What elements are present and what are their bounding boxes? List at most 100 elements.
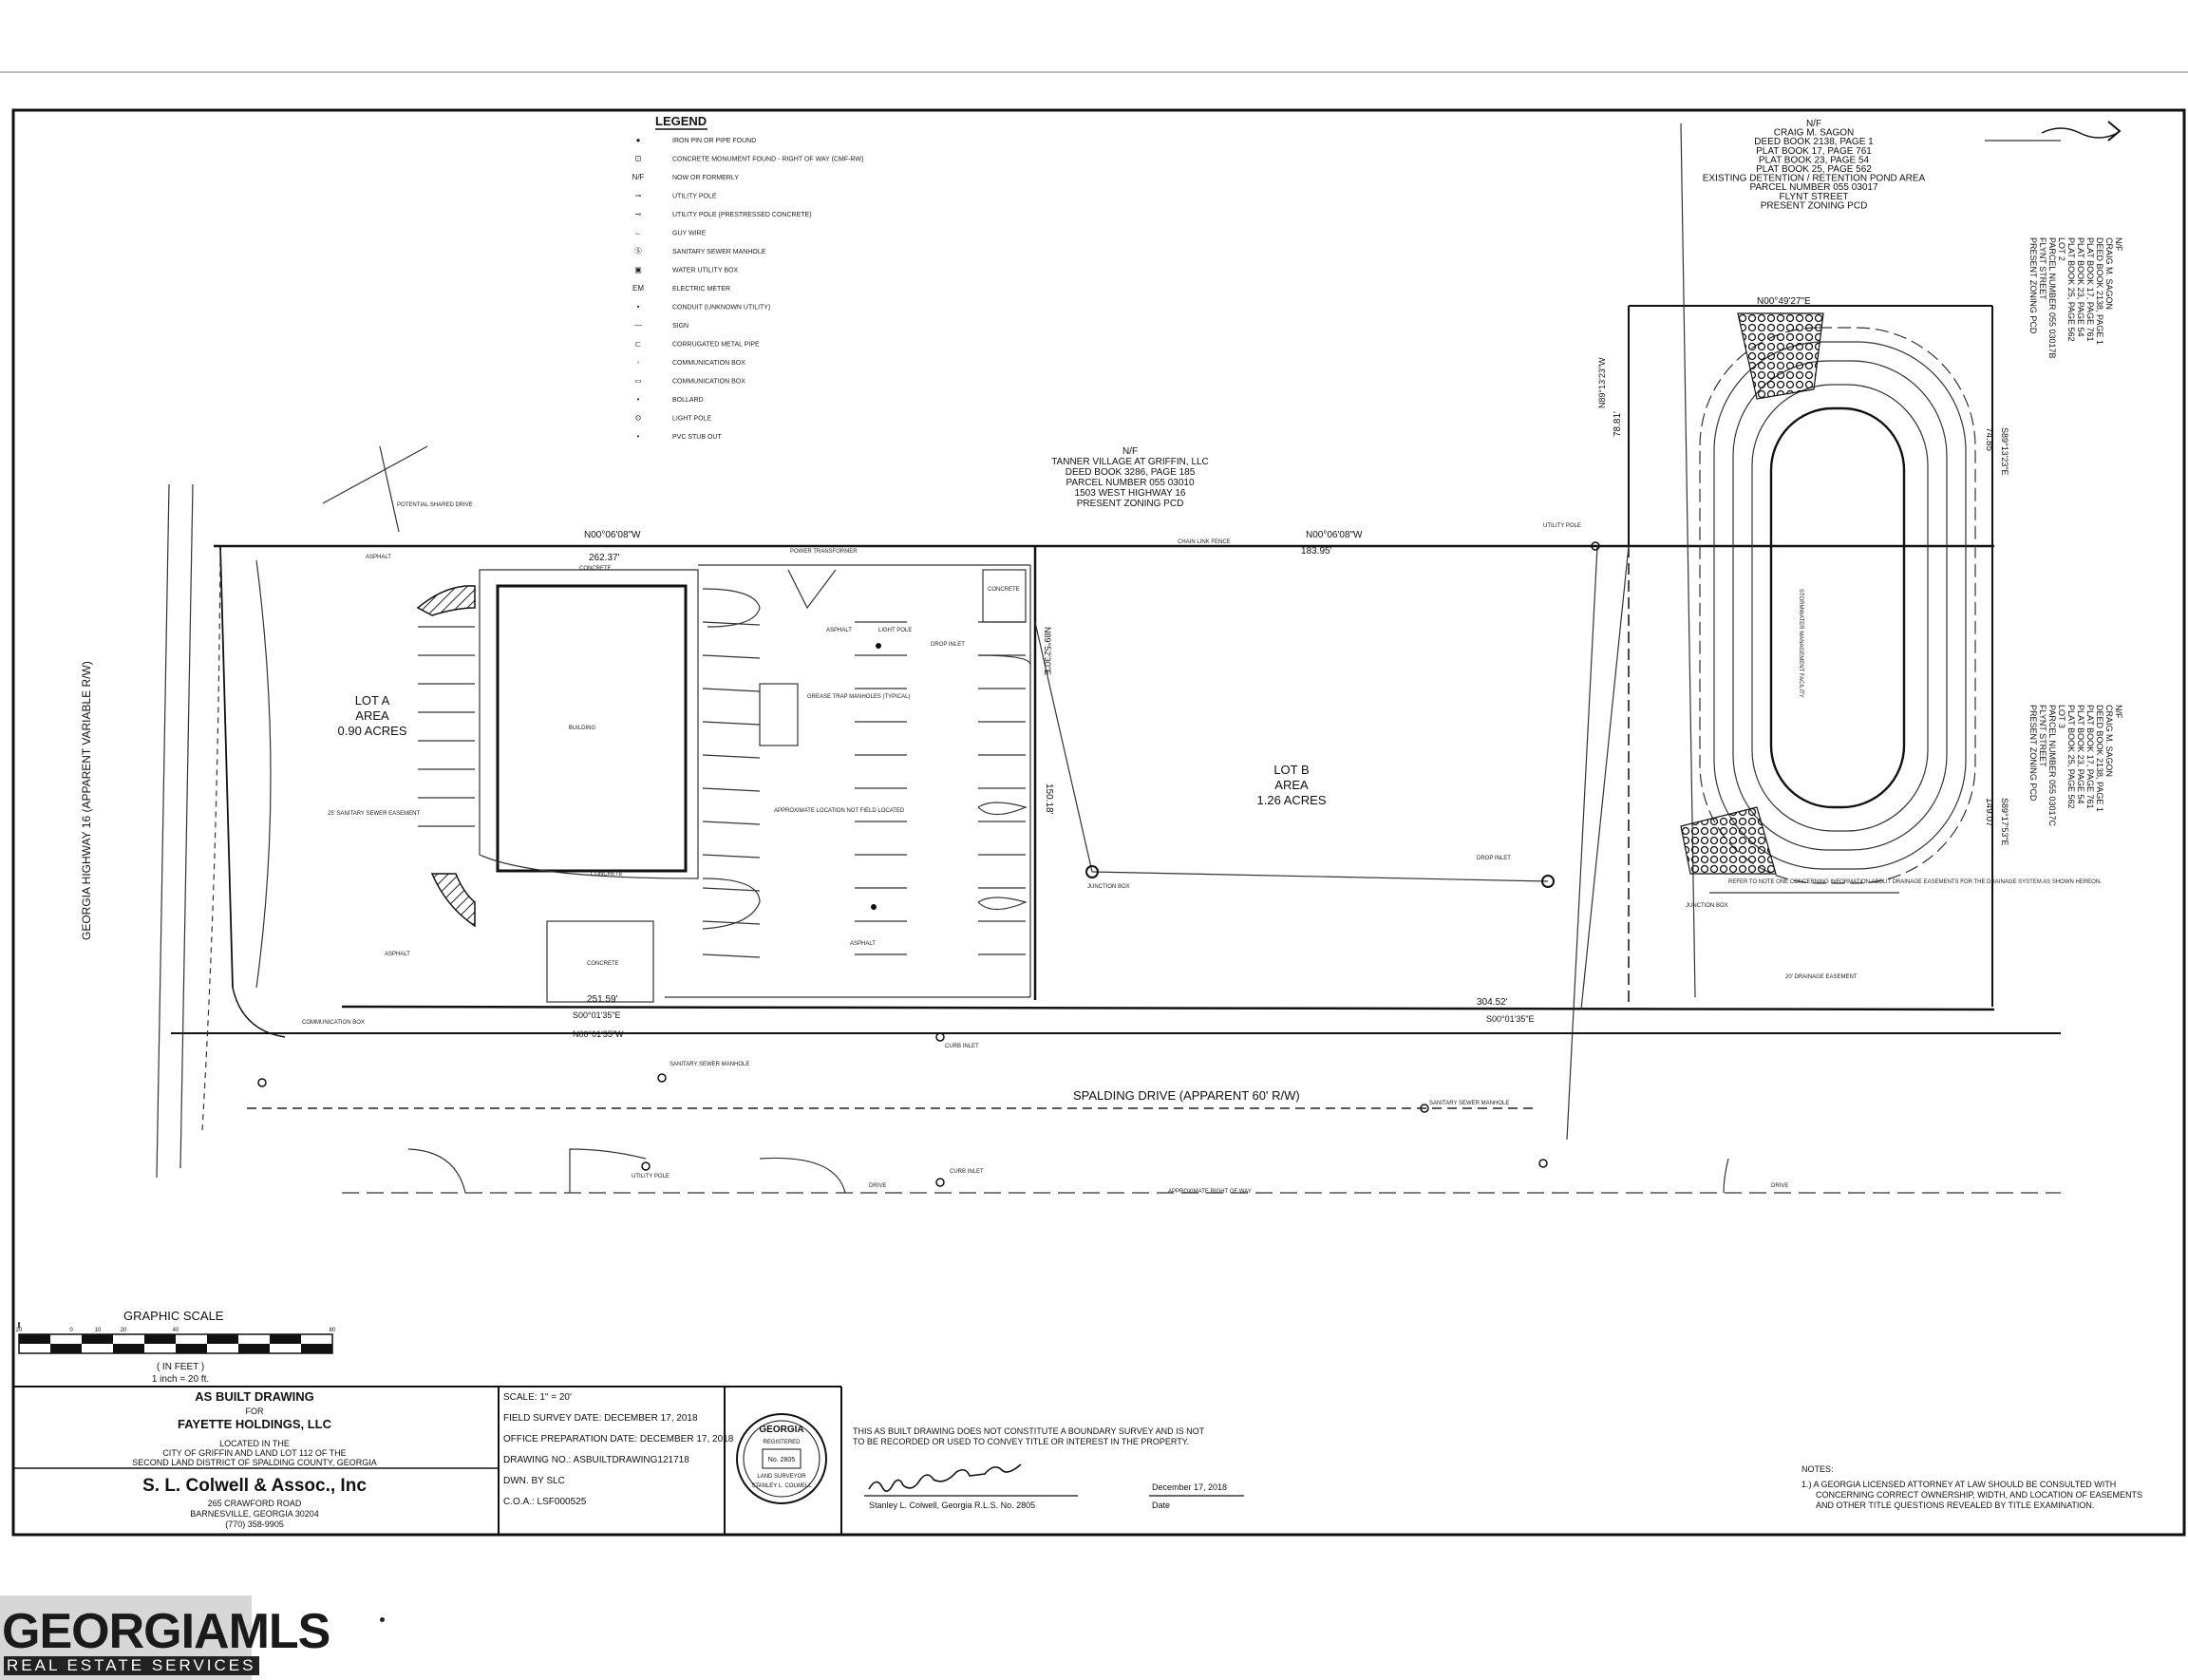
owner-line: CRAIG M. SAGON — [2104, 237, 2114, 310]
lot-a-area-label: AREA — [355, 708, 389, 723]
surveyor-seal: GEORGIA REGISTERED No. 2805 LAND SURVEYO… — [736, 1413, 827, 1504]
owner-line: PARCEL NUMBER 055 03017 — [1749, 182, 1878, 193]
drive-label-2: DRIVE — [1771, 1183, 1788, 1189]
legend-item-label: SIGN — [672, 323, 688, 330]
owner-line: PRESENT ZONING PCD — [2028, 705, 2038, 802]
utility-pole-icon — [1538, 1159, 1548, 1168]
legend-item-label: SANITARY SEWER MANHOLE — [672, 249, 766, 255]
legend-item-label: COMMUNICATION BOX — [672, 379, 745, 386]
legend-symbol: Ⓢ — [634, 247, 642, 255]
drawing-number: DRAWING NO.: ASBUILTDRAWING121718 — [503, 1455, 689, 1465]
owner-line: CRAIG M. SAGON — [2104, 705, 2114, 777]
bearing-north-east: N00°06'08"W — [1306, 530, 1363, 540]
bearing-east-top: N00°49'27"E — [1757, 296, 1811, 307]
asphalt-label-north: ASPHALT — [366, 555, 391, 560]
building-label: BUILDING — [569, 726, 596, 731]
owner-line: DEED BOOK 2138, PAGE 1 — [1754, 137, 1874, 147]
junction-box-label: JUNCTION BOX — [1087, 884, 1130, 890]
legend-symbol: ⊸ — [635, 210, 642, 218]
legend-symbol: • — [637, 303, 640, 311]
owner-line: FLYNT STREET — [2038, 705, 2047, 767]
lot-b-acres: 1.26 ACRES — [1257, 793, 1327, 807]
legend-symbol: ⊡ — [635, 155, 642, 163]
legend-item-label: ELECTRIC METER — [672, 286, 730, 293]
scale-tick-label: 40 — [173, 1328, 179, 1333]
light-pole-icon — [876, 643, 881, 649]
legend-item-label: COMMUNICATION BOX — [672, 360, 745, 367]
title-heading: AS BUILT DRAWING — [195, 1389, 313, 1404]
dist-south-b: 304.52' — [1477, 997, 1508, 1008]
property-boundary — [214, 305, 1995, 1011]
owner-line: TANNER VILLAGE AT GRIFFIN, LLC — [1051, 457, 1209, 467]
parking-lot — [418, 564, 1031, 1003]
sewer-easement-label: 25' SANITARY SEWER EASEMENT — [328, 811, 421, 817]
curb-inlet-label: CURB INLET — [945, 1044, 979, 1049]
potential-drive-label: POTENTIAL SHARED DRIVE — [397, 502, 473, 508]
legend-item-label: NOW OR FORMERLY — [672, 175, 739, 181]
legend-symbol: ⊸ — [635, 192, 642, 200]
date-label: Date — [1152, 1501, 1170, 1510]
mls-watermark: GEORGIAMLS REAL ESTATE SERVICES — [0, 1595, 330, 1680]
light-pole-label: LIGHT POLE — [878, 628, 912, 633]
junction-box-label-2: JUNCTION BOX — [1686, 903, 1728, 909]
legend-symbol: ▣ — [634, 266, 642, 274]
scan-speck — [380, 1617, 385, 1622]
owner-line: N/F — [2114, 237, 2123, 252]
drop-inlet-label-2: DROP INLET — [1477, 856, 1511, 861]
owner-line: PARCEL NUMBER 055 03017B — [2047, 237, 2057, 359]
dist-north-east: 183.95' — [1301, 546, 1332, 557]
owner-line: EXISTING DETENTION / RETENTION POND AREA — [1703, 174, 1926, 184]
building — [496, 584, 688, 873]
drop-inlet-icon — [1541, 875, 1555, 888]
legend-item-label: GUY WIRE — [672, 231, 707, 237]
dist-east-side-2: 149.07' — [1984, 798, 1994, 829]
owner-line: PLAT BOOK 25, PAGE 562 — [2066, 237, 2076, 342]
asphalt-label-south: ASPHALT — [850, 941, 876, 947]
legend-symbol: ← — [634, 229, 642, 237]
owner-line: FLYNT STREET — [2038, 237, 2047, 300]
title-location-3: SECOND LAND DISTRICT OF SPALDING COUNTY,… — [132, 1458, 377, 1467]
drive-label-1: DRIVE — [869, 1183, 886, 1189]
curb-inlet-icon — [935, 1178, 945, 1187]
office-date: OFFICE PREPARATION DATE: DECEMBER 17, 20… — [503, 1434, 734, 1444]
owner-line: DEED BOOK 2138, PAGE 1 — [2095, 237, 2104, 345]
chain-link-label: CHAIN LINK FENCE — [1178, 539, 1231, 545]
legend: LEGEND ●IRON PIN OR PIPE FOUND⊡CONCRETE … — [632, 114, 864, 441]
owner-line: PLAT BOOK 17, PAGE 761 — [1756, 146, 1872, 157]
owner-line: PARCEL NUMBER 055 03010 — [1066, 478, 1195, 488]
utility-pole-label-1: UTILITY POLE — [632, 1174, 670, 1180]
light-pole-icon — [871, 904, 877, 910]
owner-line: N/F — [2114, 705, 2123, 719]
bearing-east-side-1: N89°13'23"W — [1597, 357, 1607, 408]
scale-tick-label: 0 — [69, 1328, 73, 1333]
owner-line: DEED BOOK 2138, PAGE 1 — [2095, 705, 2104, 812]
owner-line: PARCEL NUMBER 055 03017C — [2047, 705, 2057, 827]
legend-symbol: ⊏ — [635, 340, 642, 349]
owner-line: N/F — [1806, 119, 1821, 129]
spalding-drive — [171, 1032, 2061, 1194]
owner-line: PRESENT ZONING PCD — [1077, 499, 1184, 509]
graphic-scale-title: GRAPHIC SCALE — [123, 1309, 224, 1323]
scale-text: SCALE: 1" = 20' — [503, 1392, 572, 1403]
firm-address-2: BARNESVILLE, GEORGIA 30204 — [190, 1509, 319, 1519]
owner-line: PLAT BOOK 17, PAGE 761 — [2085, 237, 2095, 342]
legend-symbol: — — [634, 321, 642, 330]
dist-east-side-3: 74.85' — [1984, 427, 1994, 453]
title-location-2: CITY OF GRIFFIN AND LAND LOT 112 OF THE — [162, 1448, 346, 1458]
scale-tick-label: 20 — [121, 1328, 127, 1333]
owner-line: LOT 2 — [2057, 237, 2066, 261]
firm-name: S. L. Colwell & Assoc., Inc — [142, 1476, 367, 1496]
disclaimer-line-1: THIS AS BUILT DRAWING DOES NOT CONSTITUT… — [853, 1426, 1205, 1436]
surveyor-signature — [868, 1463, 1022, 1492]
sewer-manhole-icon — [257, 1078, 267, 1087]
approx-location-label: APPROXIMATE LOCATION NOT FIELD LOCATED — [774, 808, 905, 814]
disclaimer-line-2: TO BE RECORDED OR USED TO CONVEY TITLE O… — [853, 1437, 1189, 1446]
notes-title: NOTES: — [1801, 1464, 1834, 1474]
bearing-south-b: S00°01'35"E — [1486, 1014, 1535, 1024]
seal-number: No. 2805 — [768, 1457, 796, 1463]
